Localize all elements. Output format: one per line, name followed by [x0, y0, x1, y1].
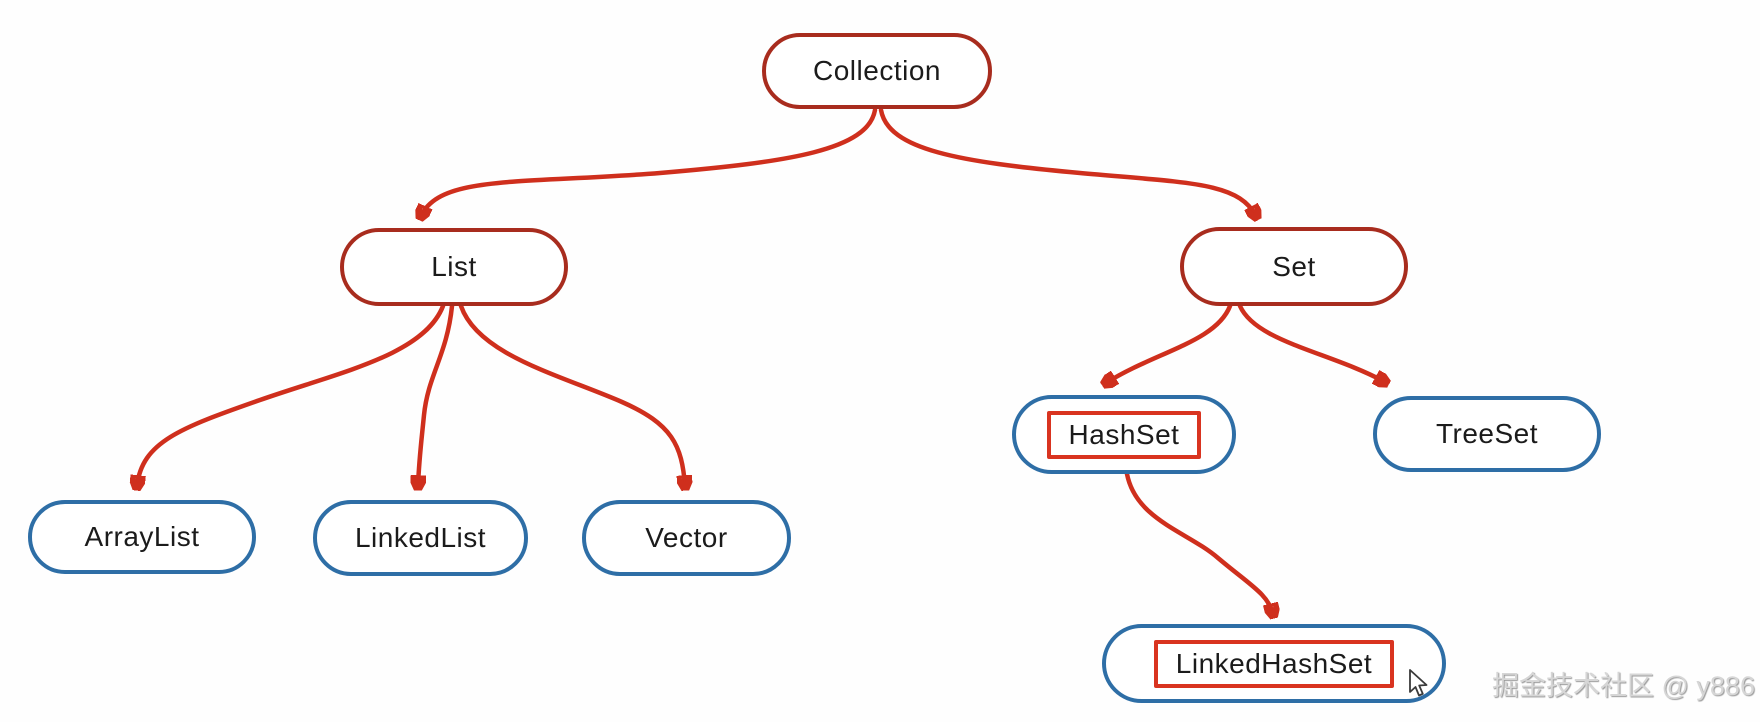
node-treeset-label: TreeSet	[1435, 418, 1539, 449]
node-linkedhashset[interactable]: LinkedHashSet	[1102, 624, 1446, 703]
edge-hashset-to-linkedhashset	[1124, 471, 1273, 614]
node-list[interactable]: List	[340, 228, 568, 306]
node-hashset[interactable]: HashSet	[1012, 395, 1236, 474]
node-hashset-label: HashSet	[1068, 418, 1180, 450]
node-vector[interactable]: Vector	[582, 500, 791, 576]
node-linkedlist-label: LinkedList	[354, 522, 487, 553]
node-set-label: Set	[1272, 250, 1316, 282]
edge-set-to-treeset	[1237, 303, 1385, 382]
edge-collection-to-list	[421, 107, 878, 216]
node-set[interactable]: Set	[1180, 227, 1408, 306]
node-arraylist[interactable]: ArrayList	[28, 500, 256, 574]
edge-list-to-arraylist	[137, 303, 446, 486]
mouse-cursor-icon	[1409, 669, 1428, 697]
node-linkedhashset-label: LinkedHashSet	[1175, 647, 1373, 679]
edge-collection-to-set	[878, 107, 1256, 216]
edge-set-to-hashset	[1106, 303, 1233, 383]
linkedhashset-highlight-box: LinkedHashSet	[1153, 639, 1395, 688]
hashset-highlight-box: HashSet	[1046, 410, 1202, 459]
node-arraylist-label: ArrayList	[84, 521, 200, 552]
node-collection[interactable]: Collection	[762, 33, 992, 109]
node-vector-label: Vector	[645, 522, 728, 553]
edge-list-to-vector	[458, 303, 685, 486]
node-linkedlist[interactable]: LinkedList	[313, 500, 528, 576]
node-collection-label: Collection	[813, 55, 941, 86]
edge-list-to-linkedlist	[418, 303, 455, 486]
node-list-label: List	[431, 251, 477, 282]
node-treeset[interactable]: TreeSet	[1373, 396, 1601, 472]
watermark: 掘金技术社区 @ y886	[1492, 671, 1755, 701]
